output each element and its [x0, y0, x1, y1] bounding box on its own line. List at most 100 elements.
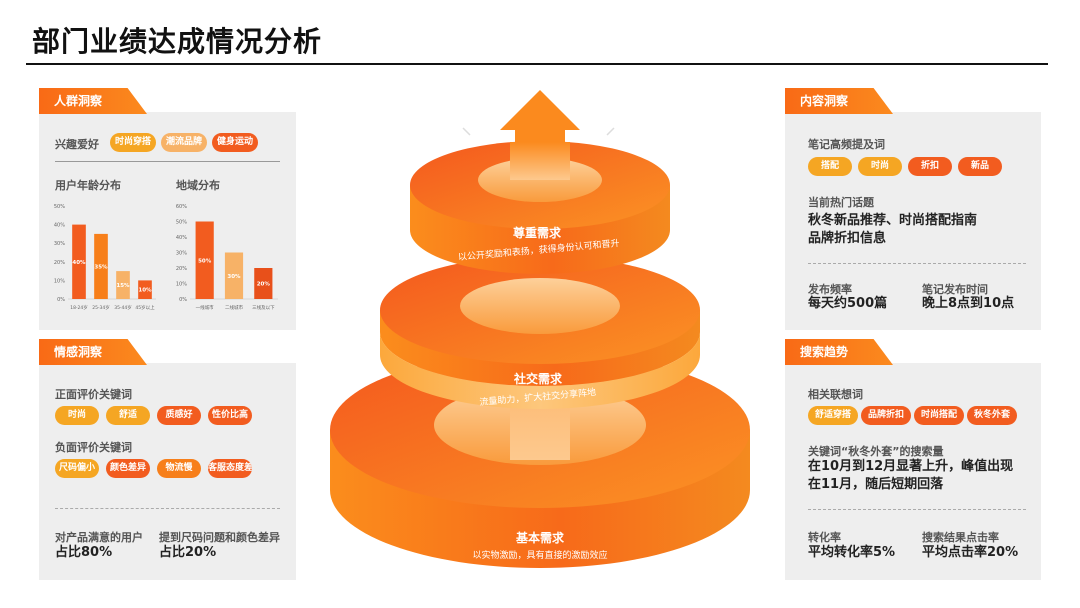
level-respect-title: 尊重需求 — [513, 225, 562, 240]
associated-tag: 秋冬外套 — [967, 406, 1017, 425]
size-color-issue-value: 占比20% — [159, 545, 217, 560]
region-chart-ytick: 30% — [176, 251, 187, 257]
emotion-insight-tab: 情感洞察 — [39, 339, 147, 365]
age-bar-chart: 0% 10% 20% 30% 40% 50% 40% 18-24岁 35% 25-34岁 15% 35… — [54, 204, 156, 311]
keyword-tag: 折扣 — [908, 157, 952, 176]
positive-tag: 性价比高 — [208, 406, 252, 425]
interest-tag: 潮流品牌 — [161, 133, 207, 152]
click-rate-value: 平均点击率20% — [922, 545, 1019, 560]
age-chart-xtick: 25-34岁 — [92, 304, 110, 311]
conversion-rate-value: 平均转化率5% — [808, 545, 896, 560]
age-chart-data-label: 15% — [116, 283, 130, 289]
region-chart-data-label: 20% — [257, 282, 271, 288]
post-time-label: 笔记发布时间 — [922, 283, 988, 296]
age-chart-ytick: 0% — [57, 297, 65, 303]
negative-tag: 尺码偏小 — [55, 459, 99, 478]
age-chart-data-label: 40% — [72, 260, 86, 266]
region-chart-ytick: 20% — [176, 266, 187, 272]
emotion-divider — [55, 508, 280, 509]
satisfied-users-label: 对产品满意的用户 — [55, 531, 143, 544]
search-divider — [808, 509, 1026, 510]
content-insight-tab: 内容洞察 — [785, 88, 893, 114]
age-chart-ytick: 20% — [54, 260, 65, 266]
region-chart-xtick: 三线及以下 — [252, 304, 275, 311]
hot-topic-label: 当前热门话题 — [808, 196, 874, 209]
negative-tag: 客服态度差 — [208, 459, 252, 478]
post-frequency-value: 每天约500篇 — [808, 296, 888, 311]
region-chart-bar — [224, 252, 244, 299]
associated-tag: 品牌折扣 — [861, 406, 911, 425]
associated-tag: 时尚搭配 — [914, 406, 964, 425]
region-chart-title: 地域分布 — [176, 179, 220, 192]
age-chart-ytick: 10% — [54, 278, 65, 284]
keyword-tag: 搭配 — [808, 157, 852, 176]
level-social-title: 社交需求 — [513, 371, 563, 386]
negative-tag: 颜色差异 — [106, 459, 150, 478]
age-chart-xtick: 35-44岁 — [114, 304, 132, 311]
crowd-insight-tab: 人群洞察 — [39, 88, 147, 114]
age-chart-bar — [72, 224, 86, 299]
region-chart-xtick: 一线城市 — [196, 304, 214, 311]
region-chart-ytick: 0% — [179, 297, 187, 303]
keywords-label: 笔记高频提及词 — [808, 138, 885, 151]
content-divider — [808, 263, 1026, 264]
region-chart-xtick: 二线城市 — [225, 304, 243, 311]
title-divider — [26, 63, 1048, 65]
click-rate-label: 搜索结果点击率 — [922, 531, 999, 544]
search-trend-tab: 搜索趋势 — [785, 339, 893, 365]
hot-topic-line-1: 秋冬新品推荐、时尚搭配指南 — [808, 213, 978, 228]
positive-tag: 质感好 — [157, 406, 201, 425]
post-time-value: 晚上8点到10点 — [922, 296, 1015, 311]
region-chart-bar — [195, 221, 214, 299]
interest-tag: 健身运动 — [212, 133, 258, 152]
keyword-tag: 时尚 — [858, 157, 902, 176]
search-trend-panel — [785, 363, 1041, 580]
age-chart-data-label: 35% — [94, 264, 108, 270]
arrow-neck — [510, 142, 570, 180]
post-frequency-label: 发布频率 — [808, 283, 852, 296]
size-color-issue-label: 提到尺码问题和颜色差异 — [159, 531, 280, 544]
region-chart-ytick: 60% — [176, 204, 187, 210]
region-chart-bar — [254, 268, 273, 299]
ring-respect — [410, 141, 670, 274]
level-basic-desc: 以实物激励，具有直接的激励效应 — [472, 549, 607, 561]
hot-topic-line-2: 品牌折扣信息 — [808, 231, 887, 246]
crowd-divider — [55, 161, 280, 162]
level-basic-title: 基本需求 — [515, 530, 565, 545]
positive-tag: 时尚 — [55, 406, 99, 425]
negative-keywords-label: 负面评价关键词 — [55, 441, 132, 454]
needs-pyramid: 尊重需求 以公开奖励和表扬，获得身份认可和晋升 社交需求 流量助力，扩大社交分享… — [330, 90, 750, 568]
search-volume-line-1: 在10月到12月显著上升，峰值出现 — [808, 459, 1014, 474]
interest-label: 兴趣爱好 — [55, 138, 99, 151]
age-chart-ytick: 50% — [54, 204, 65, 210]
region-chart-ytick: 40% — [176, 235, 187, 241]
sparkle-right — [606, 127, 615, 136]
arrow-head-icon — [500, 90, 580, 142]
age-chart-title: 用户年龄分布 — [55, 179, 121, 192]
age-chart-data-label: 10% — [138, 288, 152, 294]
ring-social — [380, 256, 700, 409]
region-chart-ytick: 50% — [176, 220, 187, 226]
content-insight-panel — [785, 112, 1041, 330]
satisfied-users-value: 占比80% — [55, 545, 113, 560]
age-chart-xtick: 18-24岁 — [70, 304, 88, 311]
age-chart-bar — [138, 280, 152, 299]
age-chart-ytick: 40% — [54, 223, 65, 229]
age-chart-xtick: 45岁以上 — [135, 304, 155, 311]
associated-tag: 舒适穿搭 — [808, 406, 858, 425]
associated-words-label: 相关联想词 — [808, 388, 863, 401]
age-chart-bar — [94, 233, 108, 299]
sparkle-left — [462, 127, 471, 136]
negative-tag: 物流慢 — [157, 459, 201, 478]
region-chart-ytick: 10% — [176, 282, 187, 288]
conversion-rate-label: 转化率 — [808, 531, 841, 544]
age-chart-ytick: 30% — [54, 241, 65, 247]
search-volume-line-2: 在11月，随后短期回落 — [808, 477, 944, 492]
page-title: 部门业绩达成情况分析 — [32, 25, 323, 58]
region-chart-data-label: 30% — [227, 274, 241, 280]
region-bar-chart: 0% 10% 20% 30% 40% 50% 60% 50% 一线城市 30% 二线城市 20% 三线及… — [176, 204, 278, 311]
keyword-tag: 新品 — [958, 157, 1002, 176]
region-chart-data-label: 50% — [198, 258, 212, 264]
search-volume-label: 关键词“秋冬外套”的搜索量 — [808, 445, 944, 458]
positive-tag: 舒适 — [106, 406, 150, 425]
